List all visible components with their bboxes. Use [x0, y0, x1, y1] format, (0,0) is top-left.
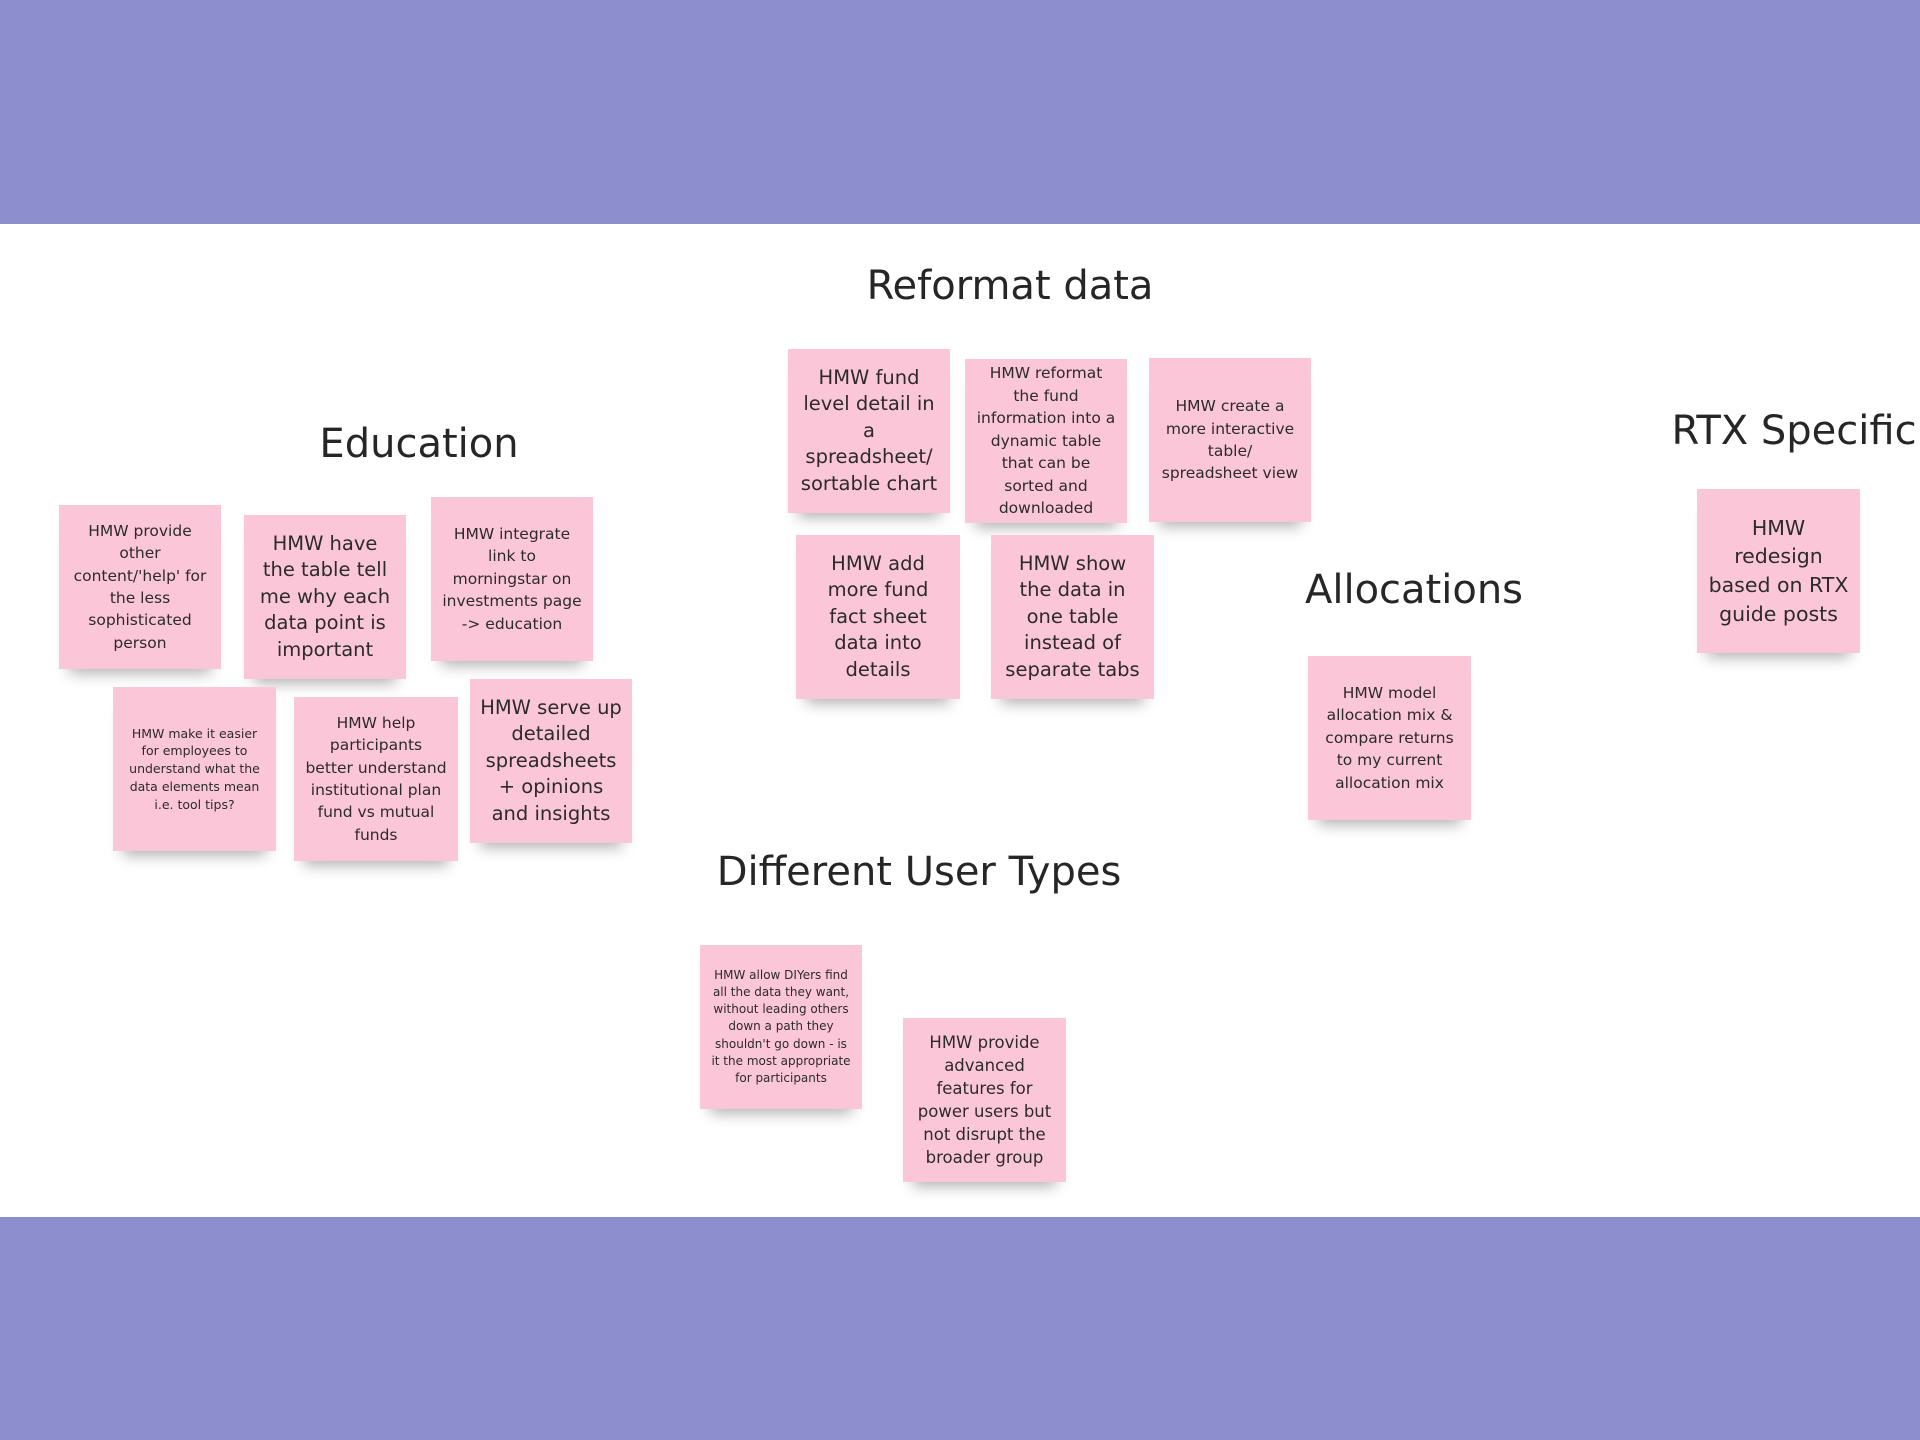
sticky-note-text: HMW provide other content/'help' for the…: [73, 521, 207, 652]
group-title-allocations[interactable]: Allocations: [1304, 567, 1524, 613]
sticky-note[interactable]: HMW make it easier for employees to unde…: [113, 687, 276, 851]
sticky-note[interactable]: HMW provide other content/'help' for the…: [59, 505, 221, 669]
whiteboard-canvas[interactable]: Reformat data Education RTX Specific All…: [0, 224, 1920, 1217]
sticky-note[interactable]: HMW provide advanced features for power …: [903, 1018, 1066, 1182]
sticky-note[interactable]: HMW fund level detail in a spreadsheet/ …: [788, 349, 950, 513]
sticky-note-text: HMW have the table tell me why each data…: [259, 531, 391, 661]
sticky-note-text: HMW model allocation mix & compare retur…: [1325, 683, 1454, 792]
group-title-reformat-data[interactable]: Reformat data: [866, 263, 1154, 309]
sticky-note[interactable]: HMW model allocation mix & compare retur…: [1308, 656, 1471, 820]
sticky-note[interactable]: HMW integrate link to morningstar on inv…: [431, 497, 593, 661]
sticky-note-text: HMW integrate link to morningstar on inv…: [442, 524, 582, 633]
sticky-note[interactable]: HMW reformat the fund information into a…: [965, 359, 1127, 523]
sticky-note-text: HMW provide advanced features for power …: [917, 1032, 1052, 1168]
sticky-note-text: HMW make it easier for employees to unde…: [129, 725, 260, 812]
sticky-note[interactable]: HMW create a more interactive table/ spr…: [1149, 358, 1311, 522]
sticky-note[interactable]: HMW serve up detailed spreadsheets + opi…: [470, 679, 632, 843]
sticky-note-text: HMW add more fund fact sheet data into d…: [827, 551, 929, 681]
sticky-note-text: HMW redesign based on RTX guide posts: [1708, 515, 1849, 626]
sticky-note[interactable]: HMW allow DIYers find all the data they …: [700, 945, 862, 1109]
sticky-note[interactable]: HMW add more fund fact sheet data into d…: [796, 535, 960, 699]
sticky-note-text: HMW create a more interactive table/ spr…: [1161, 397, 1299, 483]
sticky-note-text: HMW allow DIYers find all the data they …: [711, 968, 851, 1085]
sticky-note[interactable]: HMW show the data in one table instead o…: [991, 535, 1154, 699]
sticky-note-text: HMW show the data in one table instead o…: [1005, 551, 1140, 681]
group-title-rtx-specific[interactable]: RTX Specific: [1671, 408, 1917, 454]
sticky-note-text: HMW help participants better understand …: [305, 713, 447, 844]
sticky-note[interactable]: HMW redesign based on RTX guide posts: [1697, 489, 1860, 653]
sticky-note-text: HMW serve up detailed spreadsheets + opi…: [480, 695, 622, 825]
sticky-note-text: HMW reformat the fund information into a…: [976, 364, 1116, 518]
sticky-note-text: HMW fund level detail in a spreadsheet/ …: [800, 365, 938, 495]
sticky-note[interactable]: HMW help participants better understand …: [294, 697, 458, 861]
group-title-different-user-types[interactable]: Different User Types: [716, 849, 1122, 895]
sticky-note[interactable]: HMW have the table tell me why each data…: [244, 515, 406, 679]
group-title-education[interactable]: Education: [319, 421, 519, 467]
